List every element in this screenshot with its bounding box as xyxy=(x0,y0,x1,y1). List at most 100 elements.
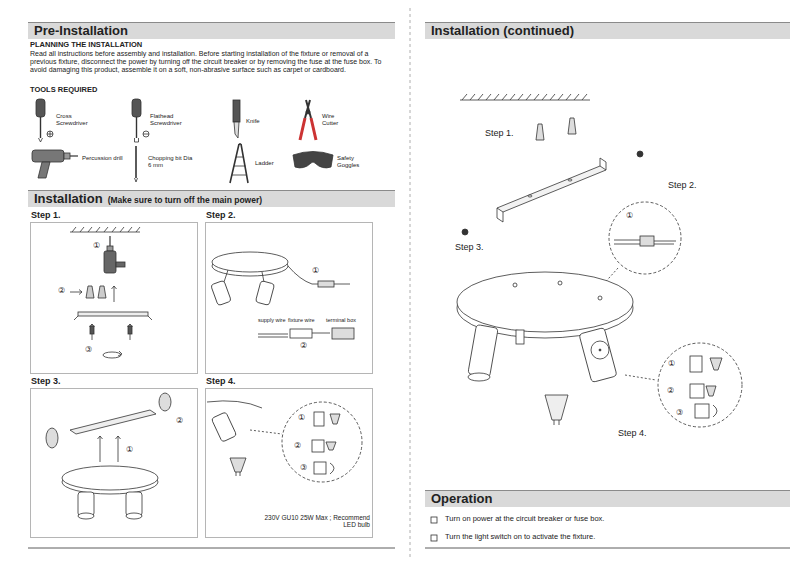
screwdriver-handle xyxy=(132,99,141,117)
rotate-arrow xyxy=(330,463,334,474)
cross-symbol xyxy=(47,131,53,137)
header-text: Installation xyxy=(34,191,103,207)
tool-label: Ladder xyxy=(255,160,274,167)
callout-number: ① xyxy=(126,446,133,455)
mounting-bracket xyxy=(78,312,148,316)
spotlight xyxy=(211,412,236,442)
chopping-bit xyxy=(135,146,137,178)
lamp-holder xyxy=(314,462,326,474)
lens xyxy=(468,373,490,381)
bulb-pins xyxy=(236,472,240,476)
cutter-pivot xyxy=(306,110,310,114)
wire xyxy=(614,240,640,244)
step4-art xyxy=(207,401,362,482)
callout-number: ① xyxy=(312,267,319,276)
bracket-ends xyxy=(74,316,152,320)
callout-number: ① xyxy=(298,414,305,423)
section-header: Operation xyxy=(425,490,790,507)
tool-label: Safety Goggles xyxy=(337,155,369,168)
lens xyxy=(78,513,94,519)
ladder-rungs xyxy=(232,157,247,175)
callout-number: ② xyxy=(294,442,301,451)
callout-number: ① xyxy=(668,360,675,369)
tool-label: Percussion drill xyxy=(82,155,124,162)
tool-label: Wire Cutter xyxy=(322,113,350,126)
part-label: terminal box xyxy=(326,317,356,323)
screwdriver-tip xyxy=(39,138,43,142)
cutter-jaws xyxy=(305,100,311,118)
wire xyxy=(334,284,350,285)
connector xyxy=(318,281,334,287)
bracket-hole xyxy=(528,195,532,197)
body-text: Read all instructions before assembly an… xyxy=(30,50,392,73)
drill-grip xyxy=(38,162,50,178)
wall-anchor xyxy=(568,118,576,134)
bulb xyxy=(330,414,340,424)
terminal-box xyxy=(332,328,354,339)
arrow xyxy=(70,290,82,295)
spotlight xyxy=(579,327,617,382)
rotate-arrow xyxy=(713,405,717,417)
goggles xyxy=(293,152,333,168)
bulb xyxy=(326,442,336,450)
screw xyxy=(637,151,643,157)
callout-number: ② xyxy=(667,387,674,396)
page-frame xyxy=(28,8,790,558)
step-heading: Step 2. xyxy=(206,210,236,220)
step-heading: Step 3. xyxy=(31,376,61,386)
lens xyxy=(126,513,142,519)
ladder-rails xyxy=(230,144,248,183)
leader xyxy=(250,430,282,434)
screwdriver-handle xyxy=(36,99,45,117)
detail-circle xyxy=(282,402,362,482)
lamp-holder xyxy=(314,412,324,426)
fixture-wire-box xyxy=(290,329,312,338)
wall-anchor xyxy=(98,286,106,298)
bulb-pins xyxy=(554,420,559,425)
bit-tip xyxy=(135,178,138,182)
step-panel: Step 1. xyxy=(30,222,198,374)
screw xyxy=(462,229,468,235)
tool-label: Chopping bit Dia 6 mm xyxy=(148,155,194,168)
wall-anchor xyxy=(536,124,544,140)
spotlight xyxy=(126,492,142,516)
step3-art xyxy=(46,393,171,519)
ceiling-plate xyxy=(62,466,158,490)
header-text: Pre-Installation xyxy=(34,23,128,39)
header-text: Operation xyxy=(431,491,492,507)
ceiling-plate xyxy=(457,272,633,332)
bulb xyxy=(230,458,246,472)
bracket-hole xyxy=(568,179,572,181)
drill-bit xyxy=(70,155,78,156)
lens xyxy=(591,341,609,359)
lens-dot xyxy=(599,349,601,351)
continued-art xyxy=(431,94,742,541)
step-label: Step 1. xyxy=(485,128,514,138)
lamp-holder xyxy=(312,440,324,452)
step-label: Step 3. xyxy=(455,242,484,252)
wire xyxy=(312,333,330,334)
lamp-holder xyxy=(690,384,704,398)
screw-arrows xyxy=(98,436,121,462)
part-label: supply wire xyxy=(258,317,286,323)
section-header: Installation (continued) xyxy=(425,22,790,39)
callout-number: ③ xyxy=(300,464,307,473)
spot-stem xyxy=(516,330,524,344)
drill-bit xyxy=(109,236,110,246)
plate-edge xyxy=(207,401,262,408)
plate-hole xyxy=(558,281,562,285)
section-header: Pre-Installation xyxy=(28,22,395,39)
screw-head xyxy=(159,393,171,411)
lamp-holder xyxy=(695,404,709,418)
section-subheading: TOOLS REQUIRED xyxy=(30,86,97,94)
callout-number: ② xyxy=(300,342,307,351)
ceiling-hatch xyxy=(72,227,140,232)
screw xyxy=(90,326,94,334)
fold-line xyxy=(410,8,411,558)
cross-symbol xyxy=(47,131,53,137)
ceiling-hatch xyxy=(462,94,587,100)
tool-label: Flathead Screwdriver xyxy=(150,113,198,126)
drill-chuck xyxy=(64,153,70,159)
bulb xyxy=(706,386,716,396)
